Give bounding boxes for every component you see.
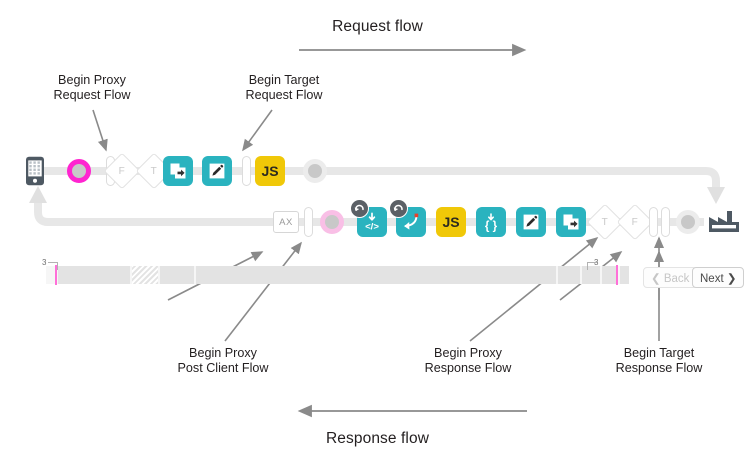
- callout-line-1: Begin Proxy: [434, 346, 502, 360]
- scrubber-segment[interactable]: [620, 266, 629, 284]
- trace-scrubber[interactable]: [46, 265, 629, 285]
- callout-begin-proxy-request-flow: Begin Proxy Request Flow: [16, 73, 168, 103]
- braces-icon: { }: [480, 211, 502, 233]
- request-flow-end-marker[interactable]: [303, 159, 327, 183]
- callout-line-2: Request Flow: [53, 88, 131, 102]
- response-flow-end-marker[interactable]: [676, 210, 700, 234]
- policy-javascript-request[interactable]: JS: [255, 156, 285, 186]
- svg-text:{ }: { }: [485, 221, 498, 233]
- scrubber-segment[interactable]: [160, 266, 194, 284]
- factory-icon: [708, 208, 740, 238]
- condition-label: F: [631, 216, 639, 228]
- copy-arrow-icon: [169, 162, 187, 180]
- policy-raise-fault-response[interactable]: [389, 199, 426, 237]
- policy-assign-message-request[interactable]: [163, 156, 193, 186]
- scrubber-playhead-right[interactable]: [616, 265, 618, 285]
- callout-line-2: Request Flow: [245, 88, 323, 102]
- response-flow-title: Response flow: [326, 430, 429, 447]
- scrubber-segment-pending[interactable]: [132, 266, 158, 284]
- code-icon: </>: [361, 211, 383, 233]
- policy-json-threat-protection-response[interactable]: { }: [476, 207, 506, 237]
- scrubber-tick-bracket-right: [587, 262, 597, 270]
- callout-line-2: Response Flow: [615, 361, 703, 375]
- scrubber-tick-bracket-left: [48, 262, 58, 270]
- step-separator-request-2[interactable]: [242, 156, 251, 186]
- async-arrow-icon: [389, 199, 408, 218]
- leader-begin-target-request-flow: [242, 109, 273, 152]
- condition-label: F: [118, 165, 126, 177]
- callout-line-1: Begin Proxy: [58, 73, 126, 87]
- callout-begin-target-response-flow: Begin Target Response Flow: [583, 346, 735, 376]
- callout-begin-target-request-flow: Begin Target Request Flow: [208, 73, 360, 103]
- policy-edit-request[interactable]: [202, 156, 232, 186]
- mobile-phone-icon: [25, 156, 45, 191]
- step-separator-response-3[interactable]: [661, 207, 670, 237]
- proxy-request-flow-start-marker[interactable]: [67, 159, 91, 183]
- scrubber-playhead-left[interactable]: [55, 265, 57, 285]
- back-button[interactable]: ❮ Back: [643, 267, 698, 288]
- policy-label: JS: [442, 214, 460, 230]
- step-separator-response-2[interactable]: [649, 207, 658, 237]
- leader-begin-proxy-response-flow: [469, 236, 599, 342]
- request-flow-title: Request flow: [332, 18, 423, 35]
- callout-line-1: Begin Proxy: [189, 346, 257, 360]
- policy-label: AX: [279, 216, 293, 228]
- step-separator-response-1[interactable]: [304, 207, 313, 237]
- condition-label: T: [601, 216, 609, 228]
- scrubber-tick-label-left: 3: [42, 258, 47, 267]
- pencil-icon: [208, 162, 226, 180]
- scrubber-segment[interactable]: [602, 266, 618, 284]
- policy-edit-response[interactable]: [516, 207, 546, 237]
- scrubber-segment[interactable]: [558, 266, 580, 284]
- scrubber-segment[interactable]: [58, 266, 130, 284]
- callout-line-1: Begin Target: [623, 346, 695, 360]
- proxy-post-client-flow-marker[interactable]: [320, 210, 344, 234]
- callout-line-1: Begin Target: [248, 73, 320, 87]
- callout-begin-proxy-post-client-flow: Begin Proxy Post Client Flow: [147, 346, 299, 376]
- policy-label: JS: [261, 163, 279, 179]
- leader-begin-proxy-request-flow: [92, 109, 108, 152]
- condition-label: T: [150, 165, 158, 177]
- svg-text:</>: </>: [365, 221, 379, 232]
- callout-begin-proxy-response-flow: Begin Proxy Response Flow: [392, 346, 544, 376]
- policy-javascript-response[interactable]: JS: [436, 207, 466, 237]
- scrubber-segment[interactable]: [196, 266, 556, 284]
- curve-arrow-icon: [400, 211, 422, 233]
- copy-arrow-icon: [562, 213, 580, 231]
- policy-assign-message-response[interactable]: [556, 207, 586, 237]
- pencil-icon: [522, 213, 540, 231]
- next-button[interactable]: Next ❯: [692, 267, 745, 288]
- scrubber-segment[interactable]: [582, 266, 600, 284]
- leader-begin-proxy-post-client-flow: [224, 241, 302, 342]
- async-arrow-icon: [350, 199, 369, 218]
- policy-ax-response[interactable]: AX: [273, 211, 299, 233]
- callout-line-2: Response Flow: [424, 361, 512, 375]
- condition-diamond-f-response[interactable]: F: [616, 203, 654, 241]
- callout-line-2: Post Client Flow: [177, 361, 269, 375]
- policy-xml-to-json-response[interactable]: </>: [350, 199, 387, 237]
